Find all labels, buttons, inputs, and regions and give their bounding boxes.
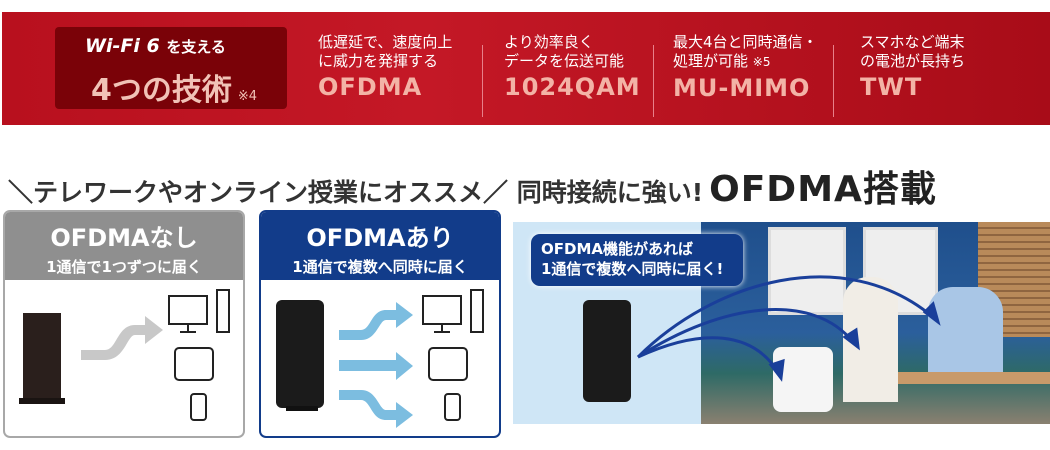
feature-desc: データを伝送可能 — [504, 52, 625, 70]
panel-subtitle: 1通信で複数へ同時に届く — [292, 258, 468, 276]
badge-note: ※4 — [237, 89, 258, 104]
feature-ofdma: 低遅延で、速度向上に威力を発揮する OFDMA — [318, 33, 453, 101]
divider — [482, 45, 483, 117]
family-photo: OFDMA機能があれば 1通信で複数へ同時に届く! — [513, 222, 1050, 424]
router-icon — [23, 313, 61, 401]
arrow-to-mother — [637, 308, 855, 359]
headline-ofdma: OFDMA搭載 — [709, 169, 937, 210]
blue-arrow-icons — [339, 302, 413, 428]
phone-icon — [444, 393, 461, 421]
speech-bubble: OFDMA機能があれば 1通信で複数へ同時に届く! — [531, 234, 743, 286]
router-icon — [583, 300, 631, 402]
feature-desc: に威力を発揮する — [318, 52, 439, 70]
headline-text: ＼テレワークやオンライン授業にオススメ／ 同時接続に強い! — [8, 178, 704, 207]
gray-arrow-icon — [81, 316, 163, 360]
divider — [653, 45, 654, 117]
table — [898, 372, 1050, 384]
panel-without-ofdma: OFDMAなし 1通信で1つずつに届く — [3, 210, 245, 438]
panel-title: OFDMAあり — [306, 224, 454, 252]
wall-picture — [768, 227, 846, 315]
badge-four-tech: 4つの技術 — [91, 73, 232, 108]
feature-twt: スマホなど端末の電池が長持ち TWT — [860, 33, 966, 101]
headline: ＼テレワークやオンライン授業にオススメ／ 同時接続に強い!OFDMA搭載 — [8, 160, 937, 212]
phone-icon — [190, 393, 207, 421]
father — [928, 287, 1003, 372]
badge-wifi6: Wi-Fi 6 — [85, 35, 160, 57]
feature-name: TWT — [860, 73, 923, 101]
router-icon — [276, 300, 324, 408]
arrow-to-child — [637, 336, 780, 373]
divider — [833, 45, 834, 117]
tablet-icon — [428, 347, 468, 381]
feature-note: ※5 — [752, 55, 771, 69]
feature-name: MU-MIMO — [673, 74, 811, 102]
bubble-line: 1通信で複数へ同時に届く! — [541, 260, 724, 278]
arrow-to-father — [636, 275, 934, 359]
multi-transmission-diagram — [276, 289, 484, 428]
panel-subtitle: 1通信で1つずつに届く — [46, 258, 202, 276]
pc-icon — [422, 289, 484, 333]
feature-desc: 最大4台と同時通信・ — [673, 33, 818, 51]
child-with-tablet — [773, 347, 833, 412]
feature-desc: 低遅延で、速度向上 — [318, 33, 453, 51]
feature-name: OFDMA — [318, 73, 423, 101]
wifi6-badge: Wi-Fi 6 を支える 4つの技術 ※4 — [55, 27, 287, 109]
feature-desc: より効率良く — [504, 33, 594, 51]
feature-desc: スマホなど端末 — [860, 33, 965, 51]
feature-name: 1024QAM — [504, 73, 641, 101]
feature-1024qam: より効率良くデータを伝送可能 1024QAM — [504, 33, 641, 101]
badge-suffix: を支える — [166, 38, 226, 56]
panel-with-ofdma: OFDMAあり 1通信で複数へ同時に届く — [259, 210, 501, 438]
wifi6-banner: Wi-Fi 6 を支える 4つの技術 ※4 低遅延で、速度向上に威力を発揮する OF… — [2, 12, 1050, 125]
pc-icon — [168, 289, 230, 333]
bubble-line: OFDMA機能があれば — [541, 240, 693, 258]
feature-desc: 処理が可能 — [673, 52, 749, 70]
panel-title: OFDMAなし — [50, 224, 198, 252]
single-transmission-diagram — [19, 289, 230, 421]
tablet-icon — [174, 347, 214, 381]
signal-arrows — [636, 275, 941, 382]
feature-desc: の電池が長持ち — [860, 52, 966, 70]
